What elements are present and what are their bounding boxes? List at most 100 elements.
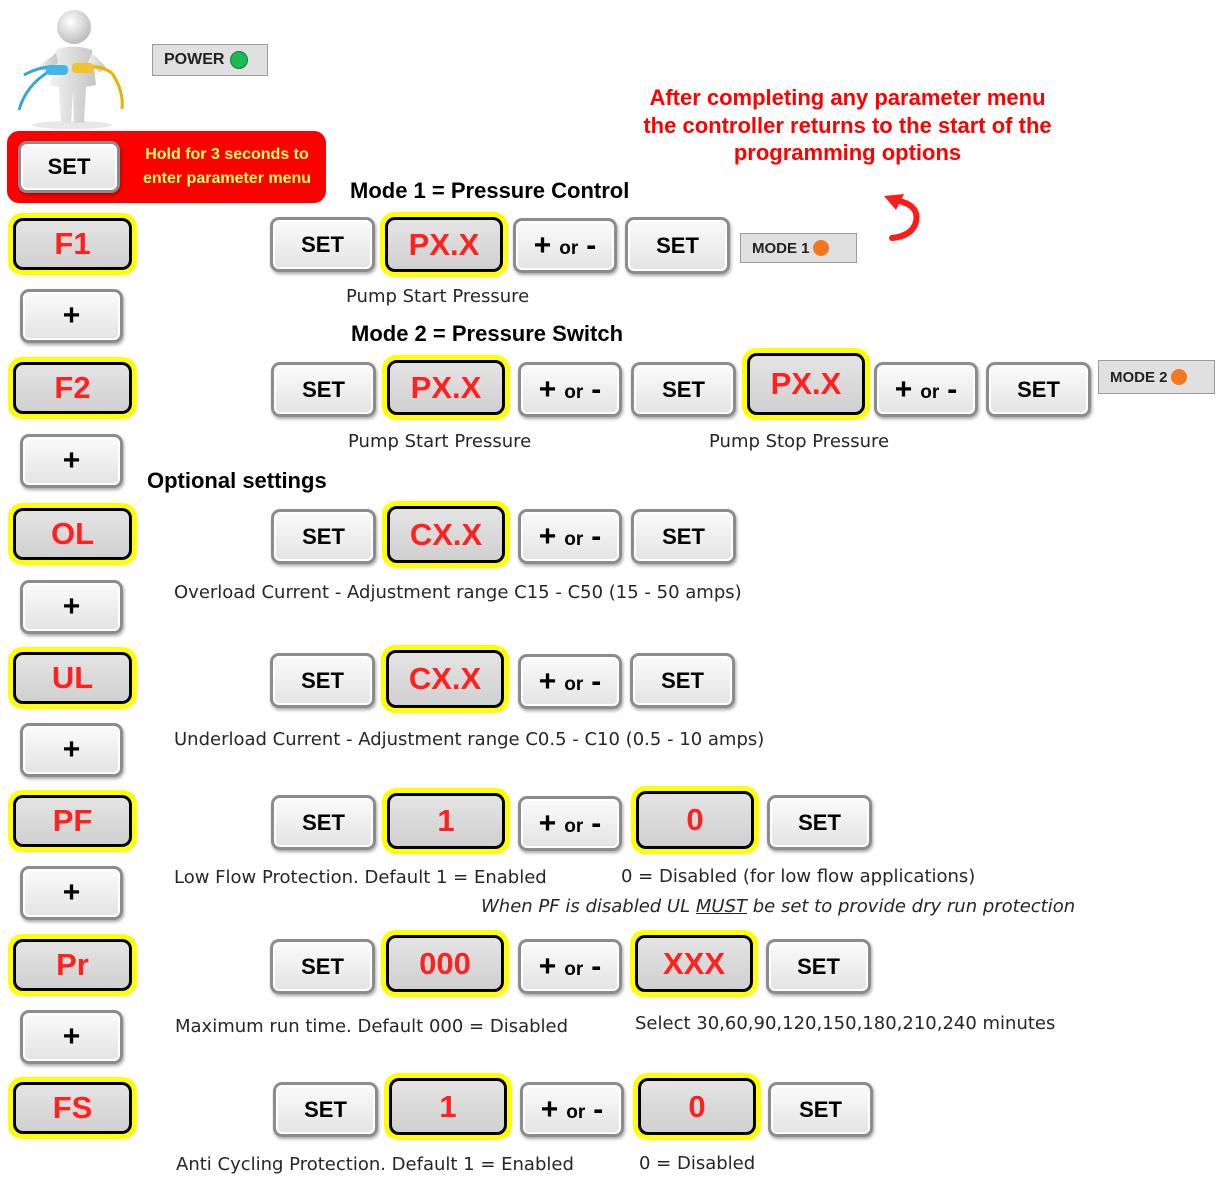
set-button[interactable]: SET	[18, 141, 120, 193]
mode1-caption: Pump Start Pressure	[346, 286, 530, 307]
plus-minus-button[interactable]: +or-	[518, 362, 622, 417]
plus-button[interactable]: +	[20, 723, 123, 777]
pf-disabled-display: 0	[631, 786, 759, 854]
set-button[interactable]: SET	[273, 1082, 378, 1137]
set-button[interactable]: SET	[631, 362, 736, 417]
plus-minus-button[interactable]: +or-	[513, 218, 617, 273]
set-button[interactable]: SET	[986, 362, 1091, 417]
mode1-pressure-value: PX.X	[385, 217, 503, 272]
minus-sign: -	[591, 949, 602, 983]
or-label: or	[564, 815, 584, 837]
function-fs-label: FS	[13, 1082, 132, 1134]
or-label: or	[566, 1101, 586, 1123]
pf-caption-disabled: 0 = Disabled (for low flow applications)	[621, 866, 976, 887]
set-button[interactable]: SET	[271, 509, 376, 564]
plus-minus-button[interactable]: + or-	[874, 362, 978, 417]
pf-disabled-value: 0	[636, 791, 754, 849]
hold-instruction-panel: SET Hold for 3 seconds to enter paramete…	[7, 131, 326, 203]
fs-disabled-value: 0	[638, 1078, 756, 1135]
ol-current-display: CX.X	[382, 501, 510, 568]
return-arrow-icon	[882, 192, 932, 246]
plus-sign: +	[894, 372, 913, 406]
minus-sign: -	[586, 228, 597, 262]
set-button[interactable]: SET	[270, 653, 375, 708]
or-label: or	[559, 237, 579, 259]
or-label: or	[564, 958, 584, 980]
set-button[interactable]: SET	[768, 1082, 873, 1137]
fs-disabled-display: 0	[633, 1073, 761, 1140]
pr-default-display: 000	[381, 930, 509, 997]
plus-sign: +	[538, 519, 557, 553]
function-pr[interactable]: Pr	[8, 934, 137, 996]
plus-button[interactable]: +	[20, 1010, 123, 1064]
plus-minus-button[interactable]: +or-	[518, 654, 622, 709]
mode1-pressure-display: PX.X	[380, 212, 508, 277]
or-label: or	[564, 673, 584, 695]
set-button[interactable]: SET	[271, 795, 376, 850]
power-indicator: POWER	[152, 44, 268, 76]
person-figure-image	[16, 5, 128, 129]
set-button[interactable]: SET	[631, 509, 736, 564]
plus-sign: +	[538, 372, 557, 406]
ol-current-value: CX.X	[387, 506, 505, 563]
ul-current-display: CX.X	[381, 645, 509, 713]
pf-warning-part-a: When PF is disabled UL	[481, 896, 696, 917]
minus-sign: -	[947, 372, 958, 406]
set-button[interactable]: SET	[271, 362, 376, 417]
pf-warning-part-c: be set to provide dry run protection	[747, 896, 1076, 917]
function-ul[interactable]: UL	[8, 647, 137, 709]
mode2-stop-pressure-value: PX.X	[747, 353, 865, 415]
fs-caption-enabled: Anti Cycling Protection. Default 1 = Ena…	[176, 1154, 574, 1175]
mode1-indicator-label: MODE 1	[752, 239, 810, 257]
pf-default-value: 1	[387, 793, 505, 849]
ul-current-value: CX.X	[386, 650, 504, 708]
mode1-heading: Mode 1 = Pressure Control	[350, 178, 630, 203]
plus-sign: +	[538, 664, 557, 698]
plus-minus-button[interactable]: + or-	[520, 1082, 624, 1137]
plus-minus-button[interactable]: +or-	[518, 509, 622, 564]
pr-select-value: XXX	[635, 935, 753, 992]
pr-select-display: XXX	[630, 930, 758, 997]
pf-caption-enabled: Low Flow Protection. Default 1 = Enabled	[174, 867, 547, 888]
fs-caption-disabled: 0 = Disabled	[639, 1153, 756, 1174]
mode2-start-caption: Pump Start Pressure	[348, 431, 532, 452]
fs-default-value: 1	[389, 1078, 507, 1135]
minus-sign: -	[593, 1092, 604, 1126]
plus-button[interactable]: +	[20, 580, 123, 634]
set-button[interactable]: SET	[270, 939, 375, 994]
function-pf[interactable]: PF	[8, 790, 137, 852]
minus-sign: -	[591, 372, 602, 406]
hold-instruction-text: Hold for 3 seconds to enter parameter me…	[142, 146, 312, 187]
function-f2[interactable]: F2	[8, 357, 137, 419]
minus-sign: -	[591, 519, 602, 553]
plus-minus-button[interactable]: +or-	[518, 939, 622, 994]
plus-button[interactable]: +	[20, 866, 123, 920]
mode2-start-pressure-display: PX.X	[382, 355, 510, 420]
function-ol[interactable]: OL	[8, 503, 137, 565]
minus-sign: -	[591, 806, 602, 840]
set-button[interactable]: SET	[270, 217, 375, 272]
pf-warning: When PF is disabled UL MUST be set to pr…	[481, 896, 1075, 917]
function-pf-label: PF	[13, 795, 132, 847]
pr-default-value: 000	[386, 935, 504, 992]
plus-sign: +	[540, 1092, 559, 1126]
set-button[interactable]: SET	[767, 795, 872, 850]
mode2-led-icon	[1170, 369, 1187, 385]
set-button[interactable]: SET	[766, 939, 871, 994]
pr-caption-options: Select 30,60,90,120,150,180,210,240 minu…	[635, 1013, 1056, 1034]
or-label: or	[920, 381, 940, 403]
set-button[interactable]: SET	[630, 653, 735, 708]
optional-heading: Optional settings	[147, 468, 327, 493]
plus-button[interactable]: +	[20, 434, 123, 488]
function-f1[interactable]: F1	[8, 213, 137, 275]
function-pr-label: Pr	[13, 939, 132, 991]
fs-value-display: 1	[384, 1073, 512, 1140]
set-button[interactable]: SET	[625, 217, 730, 274]
ul-caption: Underload Current - Adjustment range C0.…	[174, 729, 765, 750]
ol-caption: Overload Current - Adjustment range C15 …	[174, 582, 742, 603]
plus-minus-button[interactable]: +or-	[518, 796, 622, 851]
function-fs[interactable]: FS	[8, 1077, 137, 1139]
plus-button[interactable]: +	[20, 289, 123, 343]
function-f2-label: F2	[13, 362, 132, 414]
return-note: After completing any parameter menu the …	[643, 85, 1052, 165]
